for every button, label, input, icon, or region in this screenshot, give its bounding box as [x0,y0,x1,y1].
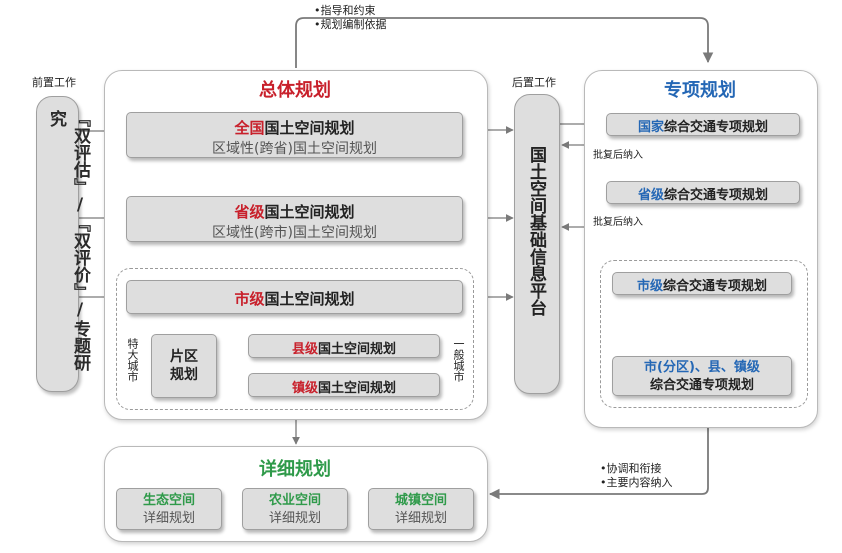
agricultural-sub: 详细规划 [268,511,321,526]
special-district-line1: 市(分区)、县、镇级 [644,360,760,375]
agricultural-detail-plan-box: 农业空间 详细规划 [242,488,348,530]
county-highlight: 县级 [291,342,318,357]
provincial-rest: 国土空间规划 [264,203,355,221]
city-transport-plan-box: 市级综合交通专项规划 [612,272,792,295]
top-note-line2: •规划编制依据 [314,18,387,31]
urban-detail-plan-box: 城镇空间 详细规划 [368,488,474,530]
special-national-rest: 综合交通专项规划 [664,120,769,135]
district-plan-box: 片区规划 [151,334,217,398]
town-rest: 国土空间规划 [318,381,397,396]
district-plan-text: 片区规划 [170,349,198,383]
approval-note-2: 批复后纳入 [593,217,643,228]
left-column-pill [36,96,79,392]
left-column-text: 『双评估』/『双评价』/专题研究 [46,110,90,371]
bottom-note-line2: •主要内容纳入 [600,476,673,489]
special-city-dashed-group [600,260,808,408]
left-header: 前置工作 [32,76,76,89]
city-rest: 国土空间规划 [264,290,355,308]
city-spatial-plan-box: 市级国土空间规划 [126,280,463,314]
provincial-sub: 区域性(跨市)国土空间规划 [212,225,377,241]
county-spatial-plan-box: 县级国土空间规划 [248,334,440,358]
platform-pill [514,94,560,394]
ecological-detail-plan-box: 生态空间 详细规划 [116,488,222,530]
town-highlight: 镇级 [291,381,318,396]
ecological-sub: 详细规划 [142,511,195,526]
agricultural-title: 农业空间 [268,493,321,508]
special-city-highlight: 市级 [636,279,663,294]
special-national-highlight: 国家 [637,120,664,135]
national-rest: 国土空间规划 [264,119,355,137]
district-transport-plan-box: 市(分区)、县、镇级 综合交通专项规划 [612,356,792,396]
general-city-label: 一般城市 [452,338,465,382]
provincial-spatial-plan-box: 省级国土空间规划 区域性(跨市)国土空间规划 [126,196,463,242]
special-district-line2: 综合交通专项规划 [649,378,754,393]
city-level-dashed-group [116,268,474,410]
megacity-label: 特大城市 [126,338,139,382]
urban-title: 城镇空间 [394,493,447,508]
bottom-note: •协调和衔接 •主要内容纳入 [600,462,673,490]
special-provincial-highlight: 省级 [637,188,664,203]
bottom-note-line1: •协调和衔接 [600,462,662,475]
special-city-rest: 综合交通专项规划 [663,279,768,294]
special-title: 专项规划 [664,80,736,101]
provincial-transport-plan-box: 省级综合交通专项规划 [606,181,800,204]
platform-text: 国土空间基础信息平台 [526,146,546,316]
approval-note-1: 批复后纳入 [593,150,643,161]
ecological-title: 生态空间 [142,493,195,508]
top-note-line1: •指导和约束 [314,4,376,17]
national-highlight: 全国 [234,119,265,137]
overall-title: 总体规划 [259,80,331,101]
city-highlight: 市级 [234,290,265,308]
detail-title: 详细规划 [259,459,331,480]
town-spatial-plan-box: 镇级国土空间规划 [248,373,440,397]
county-rest: 国土空间规划 [318,342,397,357]
national-sub: 区域性(跨省)国土空间规划 [212,141,377,157]
national-spatial-plan-box: 全国国土空间规划 区域性(跨省)国土空间规划 [126,112,463,158]
provincial-highlight: 省级 [234,203,265,221]
right-header: 后置工作 [512,76,556,89]
special-provincial-rest: 综合交通专项规划 [664,188,769,203]
top-note: •指导和约束 •规划编制依据 [314,4,387,32]
national-transport-plan-box: 国家综合交通专项规划 [606,113,800,136]
urban-sub: 详细规划 [394,511,447,526]
